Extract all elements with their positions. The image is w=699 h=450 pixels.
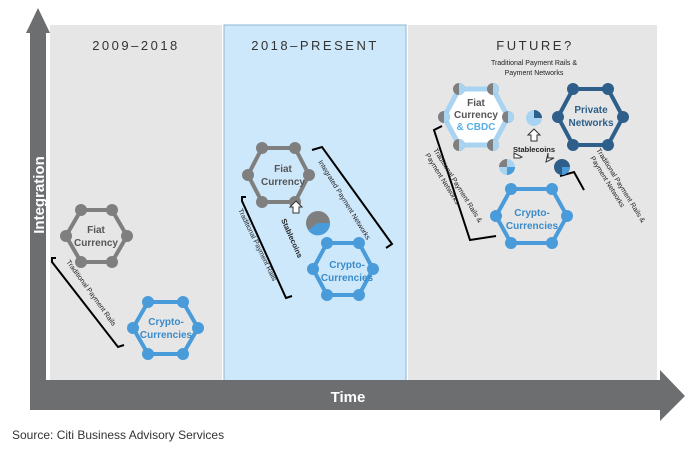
y-axis-arrow [26, 8, 50, 392]
source-caption: Source: Citi Business Advisory Services [12, 428, 225, 442]
x-axis-arrow [30, 370, 685, 421]
hex-label-line: Private [574, 105, 608, 116]
hex-label-line: Fiat [467, 98, 485, 109]
hex-fiat-currency-cbdc-future: Fiat Currency & CBDC [438, 83, 514, 151]
rail-bracket-future-right [559, 170, 585, 191]
period-title-2018-present: 2018–PRESENT [251, 38, 379, 53]
hex-label-line: Networks [568, 118, 613, 129]
rail-bracket-future-left [432, 125, 497, 242]
arrow-left-icon [513, 152, 524, 159]
y-axis-label: Integration [31, 156, 48, 234]
stablecoin-node-future-top [526, 110, 542, 126]
hex-private-networks-future: Private Networks [552, 83, 629, 151]
stablecoin-node-future-right [554, 159, 570, 175]
hex-label-line: Crypto- [514, 208, 550, 219]
rail-label-future-top-line1: Traditional Payment Rails & [491, 60, 577, 67]
hex-label-line: Currency [454, 110, 498, 121]
panel-2018-present [223, 24, 407, 384]
stablecoins-label-future: Stablecoins [513, 145, 555, 154]
hex-crypto-currencies-present: Crypto- Currencies [307, 237, 379, 301]
hex-label-line: Fiat [87, 225, 105, 236]
arrow-up-icon [526, 128, 542, 142]
hex-label-line: Currencies [140, 330, 193, 341]
hex-crypto-currencies-future: Crypto- Currencies [490, 183, 573, 249]
rail-label-future-top-line2: Payment Networks [505, 70, 564, 77]
hex-label-line: Currencies [321, 273, 374, 284]
period-title-future: FUTURE? [496, 38, 573, 53]
hex-fiat-currency-2009: Fiat Currency [60, 204, 133, 268]
period-title-2009-2018: 2009–2018 [92, 38, 180, 53]
hex-fiat-currency-present: Fiat Currency [242, 142, 315, 208]
hex-label-line: Fiat [274, 164, 292, 175]
rail-bracket-present-right [311, 145, 394, 249]
hex-label-line: Crypto- [329, 260, 365, 271]
rail-bracket-present-left [241, 196, 293, 300]
arrow-up-icon [288, 200, 304, 214]
hex-label-line: Currencies [506, 221, 559, 232]
stablecoin-node-present [306, 211, 331, 236]
x-axis-label: Time [331, 389, 366, 406]
stablecoin-node-future-left [499, 159, 515, 175]
rail-bracket-2009 [51, 257, 125, 349]
arrow-right-icon [545, 152, 555, 163]
hex-label-line: & CBDC [457, 122, 496, 133]
hex-label-line: Currency [261, 177, 305, 188]
hex-crypto-currencies-2009: Crypto- Currencies [127, 296, 204, 360]
panel-future [408, 25, 657, 383]
hex-label-line: Crypto- [148, 317, 184, 328]
hex-label-line: Currency [74, 238, 118, 249]
